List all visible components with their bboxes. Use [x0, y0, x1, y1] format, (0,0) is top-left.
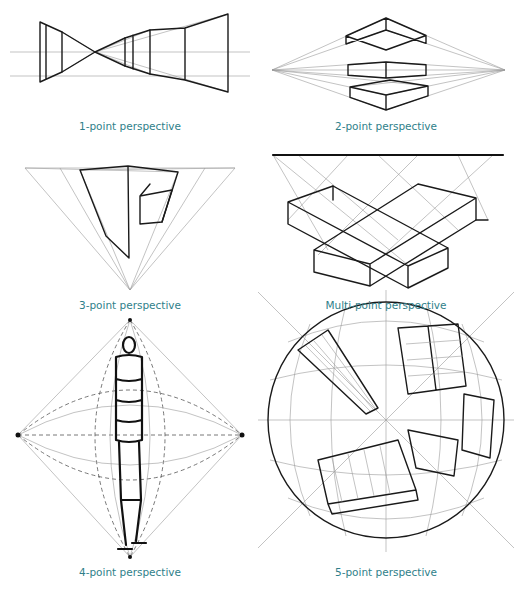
- four-point-sketch-stroke: [123, 337, 135, 353]
- five-point-sketch-stroke: [268, 302, 504, 538]
- five-point-sketch-stroke: [462, 394, 494, 458]
- two-point-sketch-stroke: [350, 80, 428, 110]
- multi-point-sketch: [273, 155, 503, 288]
- five-point-sketch-stroke: [270, 321, 502, 519]
- five-point-sketch-stroke: [306, 335, 375, 411]
- five-point-sketch-stroke: [408, 430, 458, 476]
- three-point-sketch-stroke: [80, 166, 178, 258]
- caption: 3-point perspective: [79, 299, 181, 312]
- multi-point-sketch-stroke: [288, 186, 448, 288]
- multi-point-sketch-stroke: [273, 155, 493, 265]
- one-point-sketch-stroke: [125, 30, 150, 74]
- one-point-sketch-stroke: [150, 14, 228, 92]
- five-point-sketch-stroke: [332, 446, 390, 502]
- four-point-sketch-stroke: [128, 555, 132, 559]
- four-point-sketch: [16, 318, 245, 559]
- five-point-sketch-stroke: [406, 340, 464, 376]
- five-point-sketch: [258, 290, 514, 552]
- multi-point-sketch-stroke: [333, 186, 488, 220]
- one-point-sketch-stroke: [62, 14, 228, 92]
- four-point-sketch-stroke: [128, 318, 132, 322]
- four-point-sketch-stroke: [18, 320, 242, 557]
- one-point-sketch: [10, 14, 250, 92]
- four-point-sketch-stroke: [118, 442, 146, 549]
- five-point-sketch-stroke: [398, 324, 466, 394]
- multi-point-sketch-stroke: [314, 184, 476, 286]
- three-point-sketch-stroke: [25, 168, 235, 290]
- two-point-sketch-stroke: [346, 18, 426, 50]
- five-point-sketch-stroke: [290, 304, 482, 536]
- two-point-sketch-stroke: [348, 62, 426, 78]
- four-point-sketch-stroke: [16, 433, 21, 438]
- five-point-sketch-stroke: [318, 440, 418, 514]
- caption: 5-point perspective: [335, 566, 437, 579]
- five-point-sketch-stroke: [298, 330, 378, 414]
- caption: Multi-point perspective: [325, 299, 446, 312]
- five-point-sketch-stroke: [258, 290, 514, 552]
- four-point-sketch-stroke: [116, 355, 142, 442]
- three-point-sketch-stroke: [140, 184, 172, 224]
- multi-point-sketch-stroke: [273, 154, 503, 156]
- one-point-sketch-stroke: [40, 22, 62, 82]
- caption: 1-point perspective: [79, 120, 181, 133]
- two-point-sketch-stroke: [272, 70, 505, 71]
- caption: 2-point perspective: [335, 120, 437, 133]
- four-point-sketch-stroke: [240, 433, 245, 438]
- two-point-sketch: [272, 18, 505, 110]
- two-point-sketch-stroke: [272, 18, 505, 110]
- four-point-sketch-stroke: [18, 320, 242, 557]
- three-point-sketch: [25, 166, 235, 290]
- caption: 4-point perspective: [79, 566, 181, 579]
- one-point-sketch-stroke: [62, 32, 125, 72]
